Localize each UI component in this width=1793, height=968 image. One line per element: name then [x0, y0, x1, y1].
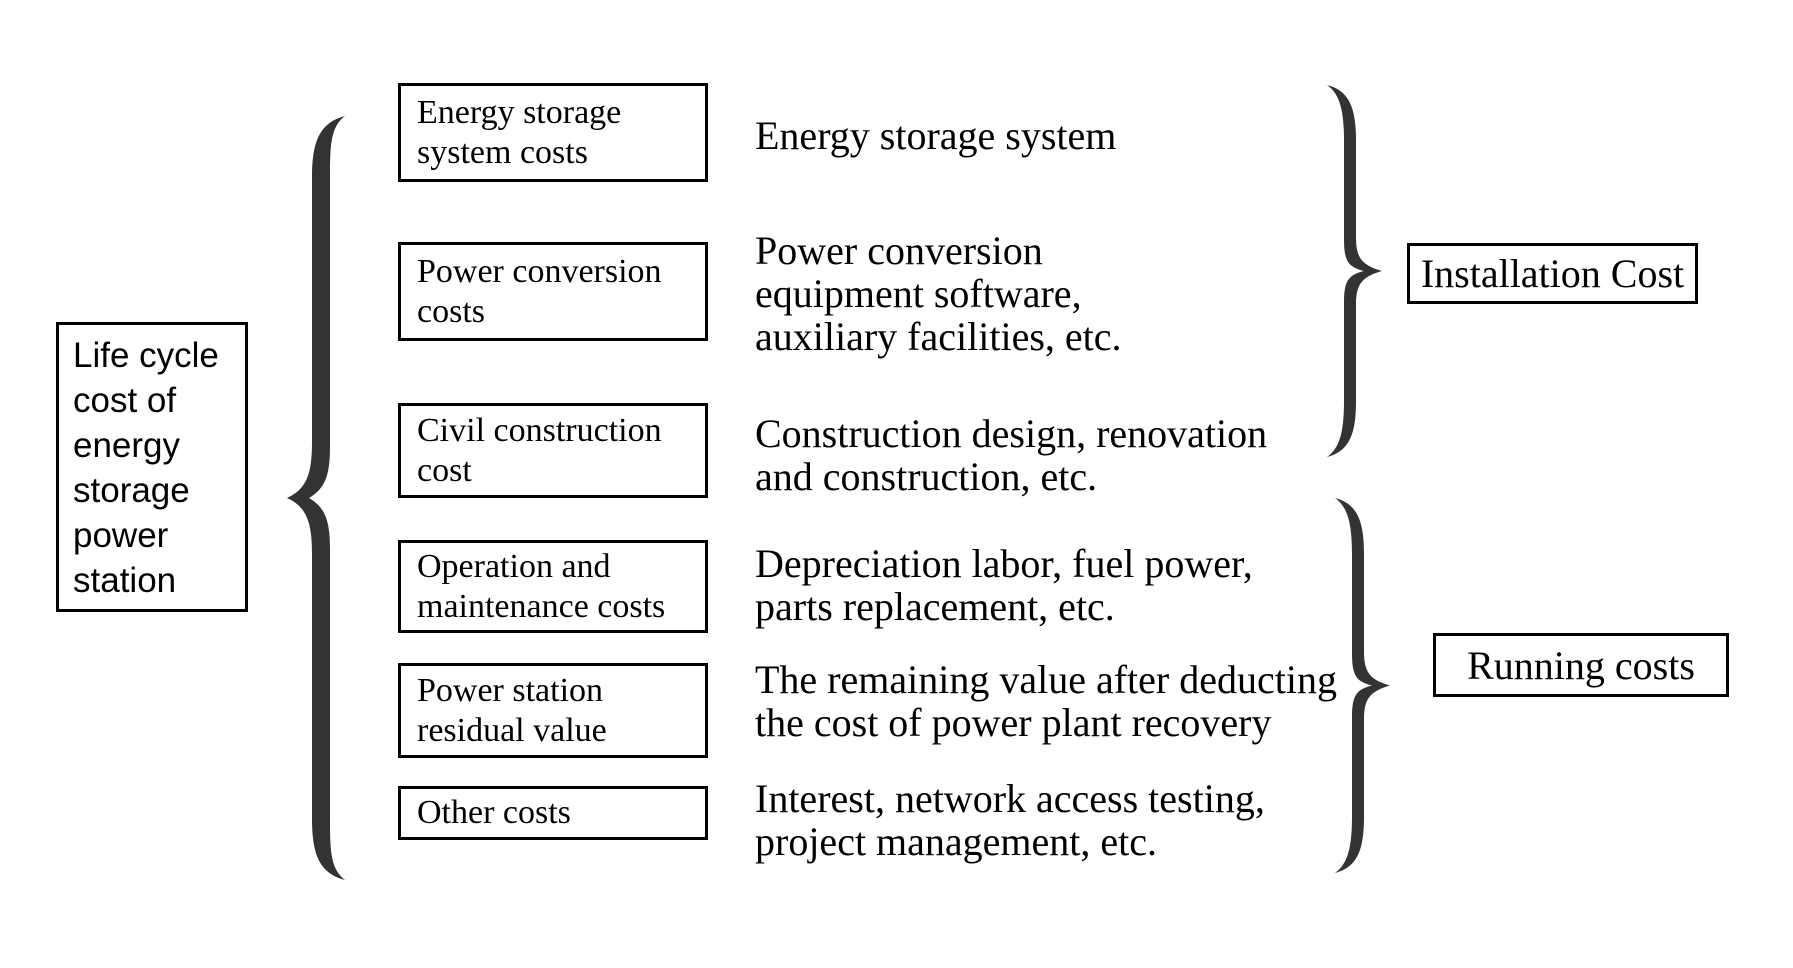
- category-description: Power conversion equipment software, aux…: [755, 228, 1122, 359]
- category-description: The remaining value after deducting the …: [755, 657, 1337, 745]
- category-description: Interest, network access testing, projec…: [755, 776, 1265, 864]
- category-box-civil-construction-cost: Civil construction cost: [398, 403, 708, 498]
- root-box-life-cycle-cost: Life cycle cost of energy storage power …: [56, 322, 248, 612]
- installation-cost-closing-brace: [1325, 85, 1385, 457]
- category-description: Energy storage system: [755, 113, 1117, 158]
- category-box-operation-maintenance-costs: Operation and maintenance costs: [398, 540, 708, 633]
- left-opening-brace: [285, 116, 347, 880]
- category-box-label: Energy storage system costs: [417, 93, 622, 171]
- group-box-label: Running costs: [1467, 642, 1695, 688]
- group-box-label: Installation Cost: [1420, 251, 1685, 296]
- category-box-label: Operation and maintenance costs: [417, 547, 666, 625]
- category-box-other-costs: Other costs: [398, 786, 708, 840]
- category-box-label: Civil construction cost: [417, 411, 662, 489]
- running-costs-closing-brace: [1333, 498, 1393, 873]
- group-box-running-costs: Running costs: [1433, 633, 1729, 697]
- category-box-label: Power station residual value: [417, 671, 607, 749]
- category-box-power-station-residual-value: Power station residual value: [398, 663, 708, 758]
- category-box-label: Other costs: [417, 794, 571, 831]
- category-description: Depreciation labor, fuel power, parts re…: [755, 541, 1253, 629]
- category-description: Construction design, renovation and cons…: [755, 411, 1268, 499]
- category-box-label: Power conversion costs: [417, 252, 662, 330]
- category-box-energy-storage-system-costs: Energy storage system costs: [398, 83, 708, 182]
- group-box-installation-cost: Installation Cost: [1407, 243, 1698, 304]
- category-box-power-conversion-costs: Power conversion costs: [398, 242, 708, 341]
